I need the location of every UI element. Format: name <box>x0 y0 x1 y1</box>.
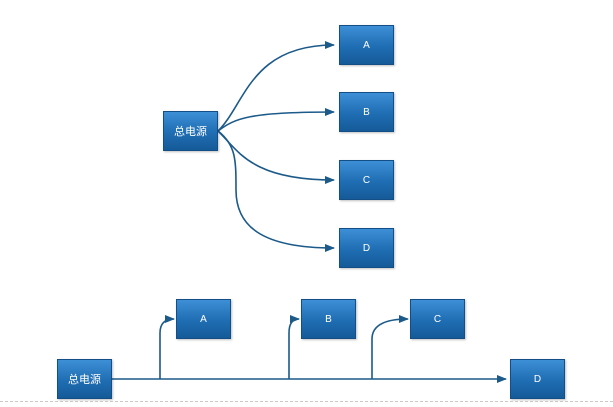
connector-top-d <box>217 130 335 252</box>
top-node-b: B <box>339 92 394 132</box>
top-node-a: A <box>339 25 394 65</box>
connector-bottom-c <box>371 315 409 379</box>
connector-top-b <box>217 108 335 132</box>
top-node-c: C <box>339 160 394 200</box>
page-bottom-divider <box>0 401 613 402</box>
bottom-node-c: C <box>410 299 465 339</box>
connector-bottom-a <box>159 315 175 379</box>
bottom-node-d: D <box>510 359 565 399</box>
bottom-node-b: B <box>301 299 356 339</box>
connector-top-a <box>217 41 335 132</box>
top-source-node: 总电源 <box>163 111 218 151</box>
connector-bottom-b <box>288 315 300 379</box>
bottom-node-a: A <box>176 299 231 339</box>
top-node-d: D <box>339 228 394 268</box>
bottom-source-node: 总电源 <box>57 359 112 399</box>
